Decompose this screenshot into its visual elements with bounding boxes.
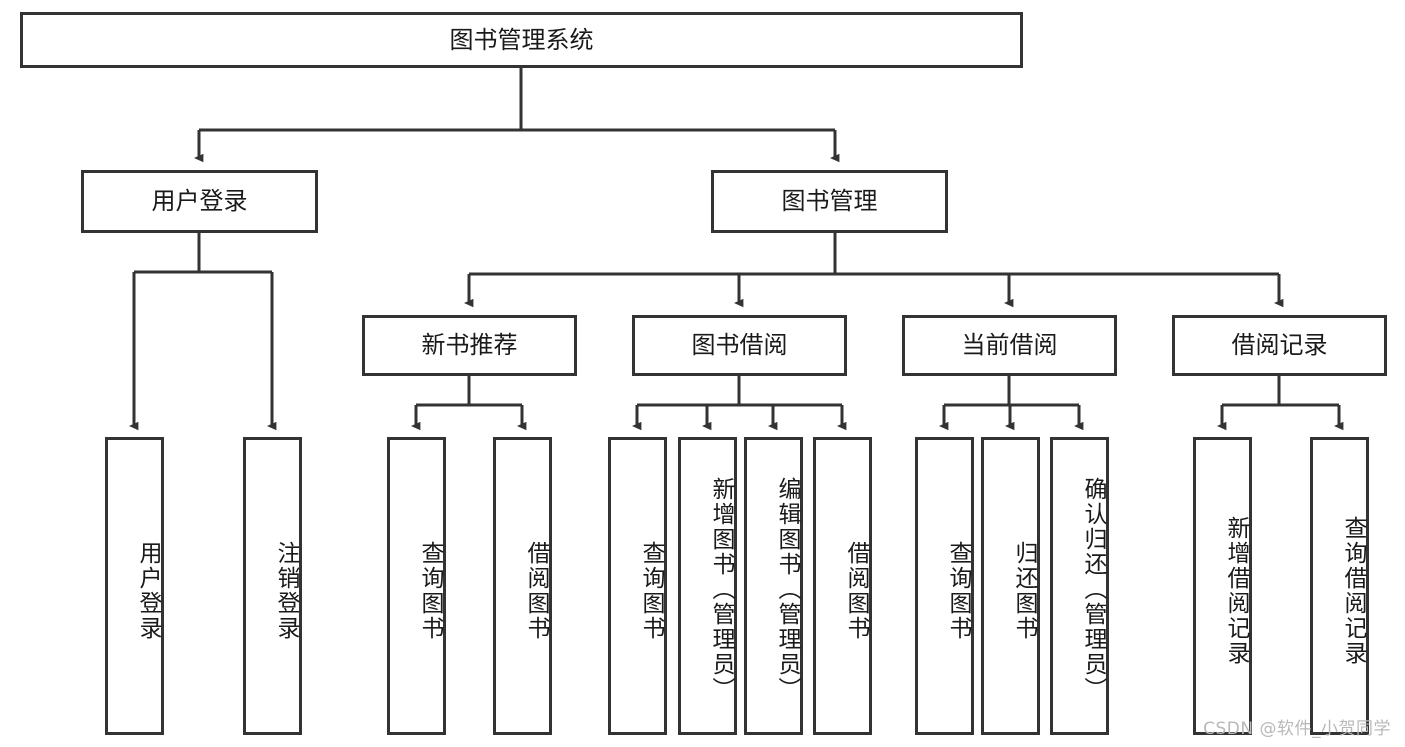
node-label: 查询图书	[945, 541, 971, 641]
node-label: 归还图书	[1011, 541, 1037, 641]
node-book-borrow[interactable]: 图书借阅	[632, 315, 847, 376]
node-leaf-edit-book[interactable]: 编辑图书（管理员）	[744, 437, 803, 735]
node-leaf-add-record[interactable]: 新增借阅记录	[1193, 437, 1252, 735]
node-label: 图书管理系统	[449, 25, 594, 54]
node-label: 查询图书	[638, 541, 664, 641]
node-leaf-query-book-2[interactable]: 查询图书	[608, 437, 667, 735]
csdn-watermark: CSDN @软件_小贺同学	[1203, 719, 1391, 739]
node-label: 查询借阅记录	[1340, 516, 1366, 666]
node-user-login[interactable]: 用户登录	[81, 170, 318, 233]
node-label: 新增借阅记录	[1223, 516, 1249, 666]
node-leaf-borrow-book-1[interactable]: 借阅图书	[493, 437, 552, 735]
node-label: 用户登录	[151, 187, 248, 216]
node-leaf-borrow-book-2[interactable]: 借阅图书	[813, 437, 872, 735]
node-leaf-query-book-1[interactable]: 查询图书	[387, 437, 446, 735]
node-label: 确认归还（管理员）	[1080, 476, 1106, 702]
node-label: 新增图书（管理员）	[708, 476, 734, 702]
node-borrow-record[interactable]: 借阅记录	[1172, 315, 1387, 376]
node-leaf-user-login[interactable]: 用户登录	[105, 437, 164, 735]
node-new-book-recommend[interactable]: 新书推荐	[362, 315, 577, 376]
node-label: 查询图书	[417, 541, 443, 641]
node-label: 图书借阅	[691, 331, 788, 360]
node-label: 借阅记录	[1231, 331, 1328, 360]
node-leaf-user-logout[interactable]: 注销登录	[243, 437, 302, 735]
node-book-management[interactable]: 图书管理	[711, 170, 948, 233]
node-leaf-query-book-3[interactable]: 查询图书	[915, 437, 974, 735]
node-leaf-confirm-return[interactable]: 确认归还（管理员）	[1050, 437, 1109, 735]
node-label: 图书管理	[781, 187, 878, 216]
node-label: 注销登录	[273, 541, 299, 641]
node-label: 编辑图书（管理员）	[774, 476, 800, 702]
node-label: 当前借阅	[961, 331, 1058, 360]
node-label: 用户登录	[135, 541, 161, 641]
node-label: 借阅图书	[843, 541, 869, 641]
node-leaf-add-book[interactable]: 新增图书（管理员）	[678, 437, 737, 735]
node-leaf-query-record[interactable]: 查询借阅记录	[1310, 437, 1369, 735]
node-current-borrow[interactable]: 当前借阅	[902, 315, 1117, 376]
node-leaf-return-book[interactable]: 归还图书	[981, 437, 1040, 735]
node-root-system[interactable]: 图书管理系统	[20, 12, 1023, 68]
node-label: 新书推荐	[421, 331, 518, 360]
node-label: 借阅图书	[523, 541, 549, 641]
